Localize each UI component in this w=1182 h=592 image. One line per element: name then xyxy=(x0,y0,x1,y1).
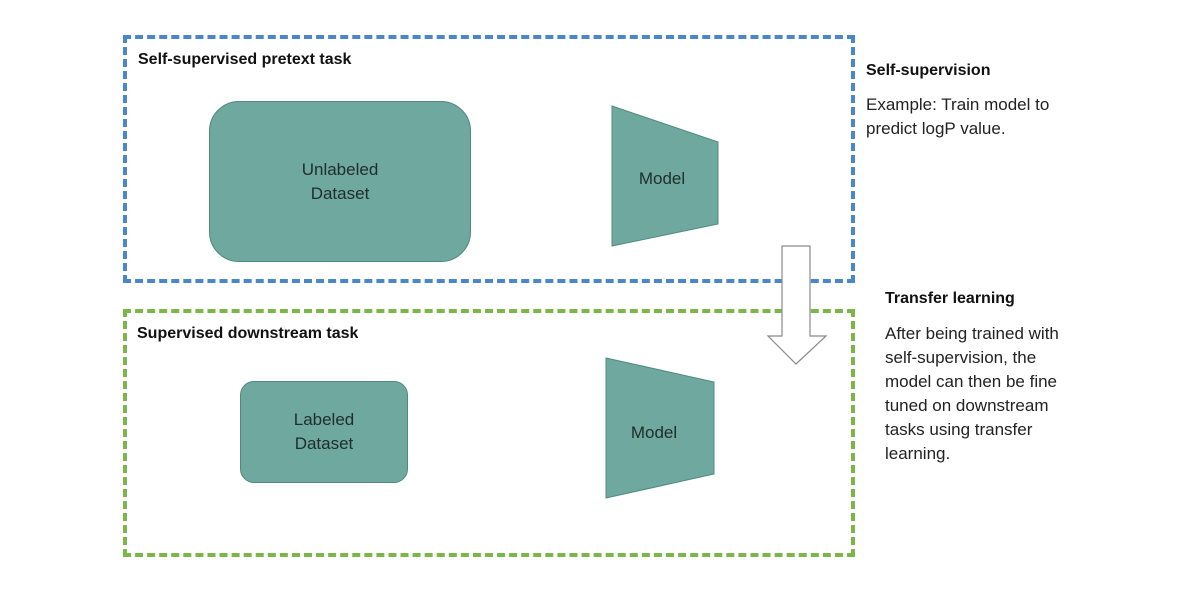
downstream-model-label: Model xyxy=(631,423,677,442)
labeled-dataset-line2: Dataset xyxy=(294,434,354,453)
pretext-task-title: Self-supervised pretext task xyxy=(138,51,352,68)
self-supervision-title: Self-supervision xyxy=(866,62,991,79)
transfer-learning-line: learning. xyxy=(885,444,951,463)
labeled-dataset-box: Labeled Dataset xyxy=(240,381,408,483)
downstream-model-shape: Model xyxy=(605,357,715,499)
downstream-task-box xyxy=(123,309,855,557)
self-supervision-text: Example: Train model to predict logP val… xyxy=(866,93,1049,141)
transfer-learning-line: tasks using transfer xyxy=(885,420,1033,439)
down-arrow-icon xyxy=(766,245,828,365)
downstream-task-title: Supervised downstream task xyxy=(137,325,359,342)
unlabeled-dataset-line2: Dataset xyxy=(310,183,370,203)
transfer-learning-line: self-supervision, the xyxy=(885,348,1037,367)
labeled-dataset-line1: Labeled xyxy=(293,410,355,429)
pretext-task-box xyxy=(123,35,855,283)
self-supervision-line: Example: Train model to xyxy=(866,95,1050,114)
unlabeled-dataset-line1: Unlabeled xyxy=(301,159,379,179)
unlabeled-dataset-box: Unlabeled Dataset xyxy=(209,101,471,262)
pretext-model-label: Model xyxy=(639,169,685,188)
transfer-learning-text: After being trained with self-supervisio… xyxy=(885,322,1059,466)
transfer-learning-line: tuned on downstream xyxy=(885,396,1049,415)
transfer-learning-line: model can then be fine xyxy=(885,372,1058,391)
self-supervision-line: predict logP value. xyxy=(866,119,1006,138)
transfer-learning-title: Transfer learning xyxy=(885,290,1015,307)
transfer-learning-line: After being trained with xyxy=(885,324,1059,343)
pretext-model-shape: Model xyxy=(611,105,719,247)
